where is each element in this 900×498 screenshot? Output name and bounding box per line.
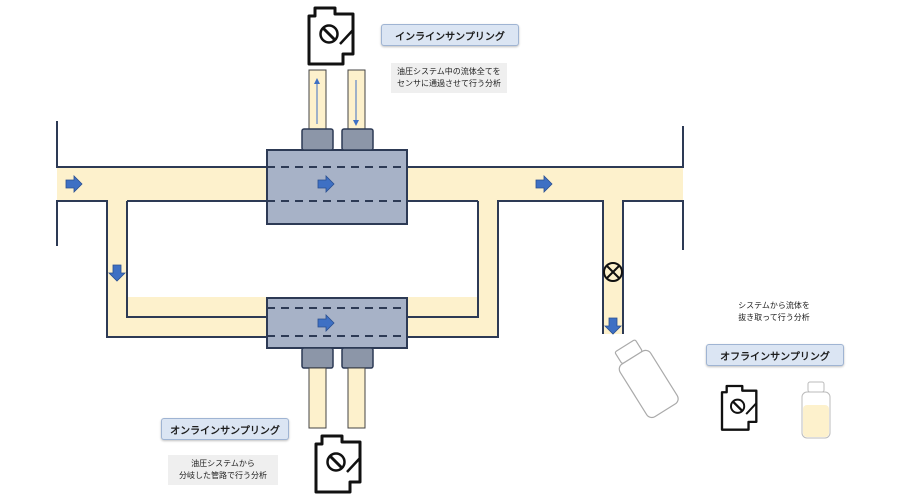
online-sampling-note: 油圧システムから 分岐した管路で行う分析 — [168, 455, 278, 485]
inline-tubes — [301, 69, 374, 151]
online-note-line-1: 油圧システムから — [191, 459, 255, 468]
online-tubes — [301, 347, 374, 429]
offline-note-line-1: システムから流体を — [738, 301, 810, 310]
inline-sensor-icon — [307, 6, 355, 66]
offline-sampling-note: システムから流体を 抜き取って行う分析 — [726, 297, 822, 327]
offline-note-line-2: 抜き取って行う分析 — [738, 313, 810, 322]
online-sampling-label: オンラインサンプリング — [161, 418, 289, 440]
online-sensor-block — [266, 297, 408, 349]
sample-bottle-icon — [614, 339, 679, 419]
inline-sampling-note: 油圧システム中の流体全てを センサに通過させて行う分析 — [391, 63, 507, 93]
valve-icon — [603, 262, 623, 282]
online-sensor-icon — [314, 434, 362, 494]
offline-sensor-icon — [720, 384, 758, 431]
inline-note-line-1: 油圧システム中の流体全てを — [397, 67, 501, 76]
online-note-line-2: 分岐した管路で行う分析 — [179, 471, 267, 480]
offline-sample-bottle-icon — [801, 381, 831, 439]
inline-sensor-block — [266, 149, 408, 225]
inline-note-line-2: センサに通過させて行う分析 — [397, 79, 501, 88]
offline-sampling-label: オフラインサンプリング — [706, 344, 844, 366]
inline-sampling-label: インラインサンプリング — [381, 24, 519, 46]
